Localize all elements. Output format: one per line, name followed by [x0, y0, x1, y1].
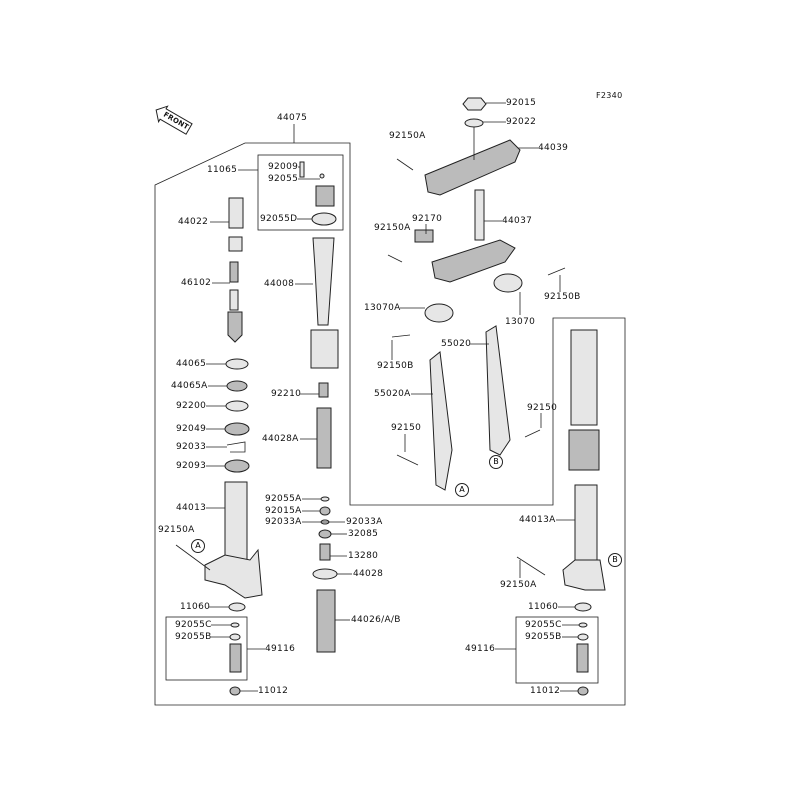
part-92015 — [462, 97, 487, 111]
part-55020A — [429, 351, 453, 491]
part-label: 92022 — [506, 117, 537, 127]
part-spring — [316, 589, 336, 653]
part-label: 13070 — [505, 317, 536, 327]
part-label: 92055B — [525, 632, 562, 642]
part-label: 44013A — [519, 515, 556, 525]
figure-code: F2340 — [596, 91, 623, 100]
part-label: 92055A — [265, 494, 302, 504]
part-label: 92150B — [544, 292, 581, 302]
part-label: 92049 — [176, 424, 207, 434]
part-label: 32085 — [348, 529, 379, 539]
left-kit-box — [165, 616, 248, 681]
part-label: 92055 — [268, 174, 299, 184]
part-label: 11065 — [207, 165, 238, 175]
part-44037 — [474, 189, 485, 241]
part-label: 92150A — [500, 580, 537, 590]
part-label: 44039 — [538, 143, 569, 153]
part-label: 92200 — [176, 401, 207, 411]
part-label: 92150A — [158, 525, 195, 535]
part-label: 92033A — [346, 517, 383, 527]
part-label: 92015 — [506, 98, 537, 108]
part-55020 — [485, 325, 511, 456]
part-label: 44065 — [176, 359, 207, 369]
part-44008 — [312, 237, 335, 326]
ref-marker-b: B — [489, 455, 503, 469]
part-label: 92055C — [175, 620, 212, 630]
part-label: 92150A — [374, 223, 411, 233]
part-label: 11060 — [528, 602, 559, 612]
part-label: 11012 — [530, 686, 561, 696]
part-label: 92015A — [265, 506, 302, 516]
part-label: 92150 — [527, 403, 558, 413]
front-arrow-icon — [155, 105, 193, 135]
part-label: 44028 — [353, 569, 384, 579]
part-label: 92033 — [176, 442, 207, 452]
part-label: 13280 — [348, 551, 379, 561]
part-outer-tube — [570, 329, 598, 426]
assembly-outline — [154, 142, 626, 706]
part-label: 92150B — [377, 361, 414, 371]
part-44028A — [316, 407, 332, 469]
part-label: 49116 — [265, 644, 296, 654]
part-label: 92093 — [176, 461, 207, 471]
part-label: 92170 — [412, 214, 443, 224]
part-label: 44022 — [178, 217, 209, 227]
part-44013 — [224, 481, 248, 568]
part-44022 — [228, 197, 244, 229]
part-44013A — [574, 484, 598, 561]
part-label: 44026/A/B — [351, 615, 401, 625]
part-label: 92055C — [525, 620, 562, 630]
part-label: 44028A — [262, 434, 299, 444]
part-label: 44065A — [171, 381, 208, 391]
part-label: 92150A — [389, 131, 426, 141]
part-label: 92150 — [391, 423, 422, 433]
part-label: 13070A — [364, 303, 401, 313]
part-label: 92210 — [271, 389, 302, 399]
part-label: 44075 — [277, 113, 308, 123]
part-44039 — [424, 139, 521, 196]
cap-kit-box — [257, 154, 344, 231]
ref-marker-a: A — [191, 539, 205, 553]
part-label: 92055B — [175, 632, 212, 642]
part-cap — [315, 185, 335, 207]
part-46102 — [229, 261, 239, 283]
part-label: 44013 — [176, 503, 207, 513]
part-label: 11012 — [258, 686, 289, 696]
part-label: 92033A — [265, 517, 302, 527]
part-label: 92055D — [260, 214, 298, 224]
part-label: 92009 — [268, 162, 299, 172]
part-label: 11060 — [180, 602, 211, 612]
part-label: 44037 — [502, 216, 533, 226]
part-label: 46102 — [181, 278, 212, 288]
part-label: 44008 — [264, 279, 295, 289]
part-label: 55020 — [441, 339, 472, 349]
right-kit-box — [515, 616, 599, 684]
part-label: 49116 — [465, 644, 496, 654]
ref-marker-b: B — [608, 553, 622, 567]
part-label: 55020A — [374, 389, 411, 399]
ref-marker-a: A — [455, 483, 469, 497]
